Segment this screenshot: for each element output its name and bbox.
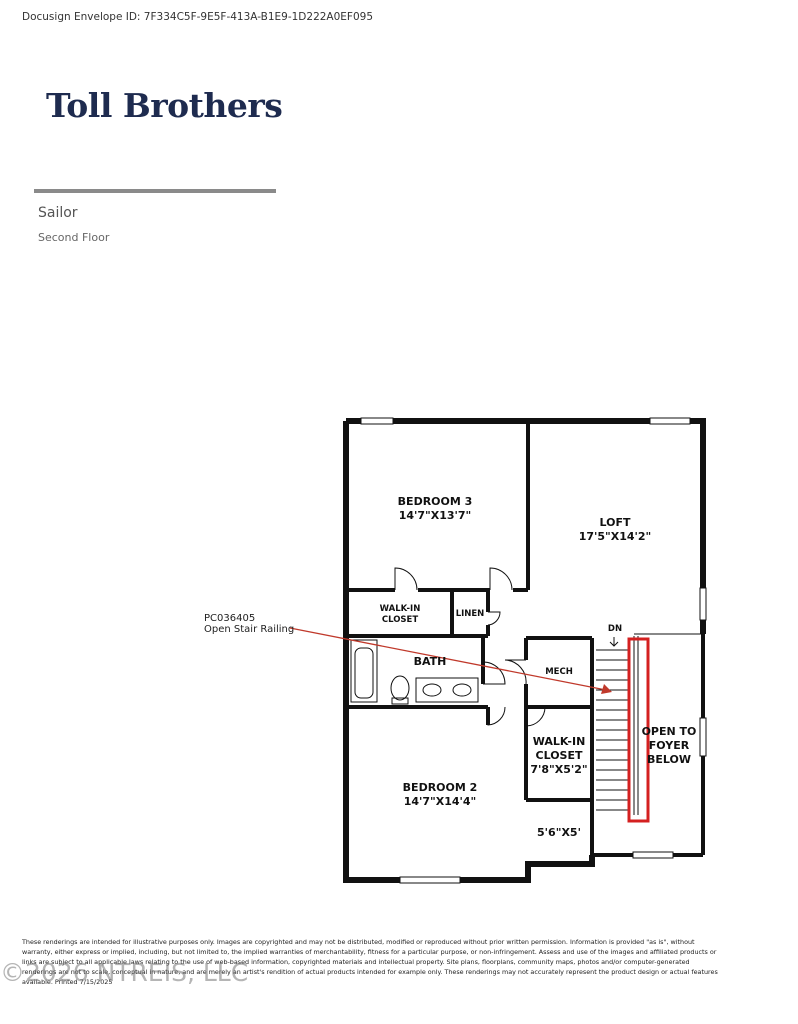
disclaimer-text: These renderings are intended for illust… xyxy=(22,938,718,986)
title-divider xyxy=(34,189,276,193)
envelope-id: Docusign Envelope ID: 7F334C5F-9E5F-413A… xyxy=(22,11,374,23)
open-to-foyer-label: OPEN TO FOYER BELOW xyxy=(641,725,697,766)
railing-annotation: PC036405 Open Stair Railing xyxy=(204,613,294,635)
railing-highlight xyxy=(627,637,650,823)
stair-down-label: DN xyxy=(607,624,623,634)
bedroom3-label: BEDROOM 3 14'7"X13'7" xyxy=(397,495,473,522)
bath-label: BATH xyxy=(413,655,447,668)
annotation-code: PC036405 xyxy=(204,613,256,624)
bedroom2-label: BEDROOM 2 14'7"X14'4" xyxy=(402,781,478,808)
mech-label: MECH xyxy=(545,667,573,677)
watermark: ©2026 NTREIS, LLC xyxy=(0,958,249,987)
walkin-closet-top-label: WALK-IN CLOSET xyxy=(379,604,421,625)
landing-label: 5'6"X5' xyxy=(537,826,581,839)
linen-label: LINEN xyxy=(455,609,485,619)
annotation-description: Open Stair Railing xyxy=(204,624,295,635)
model-name: Sailor xyxy=(38,205,78,221)
walkin-closet-2-label: WALK-IN CLOSET 7'8"X5'2" xyxy=(530,735,588,776)
floor-name: Second Floor xyxy=(38,231,110,244)
loft-label: LOFT 17'5"X14'2" xyxy=(578,516,652,543)
brand-logo: Toll Brothers xyxy=(46,86,283,125)
